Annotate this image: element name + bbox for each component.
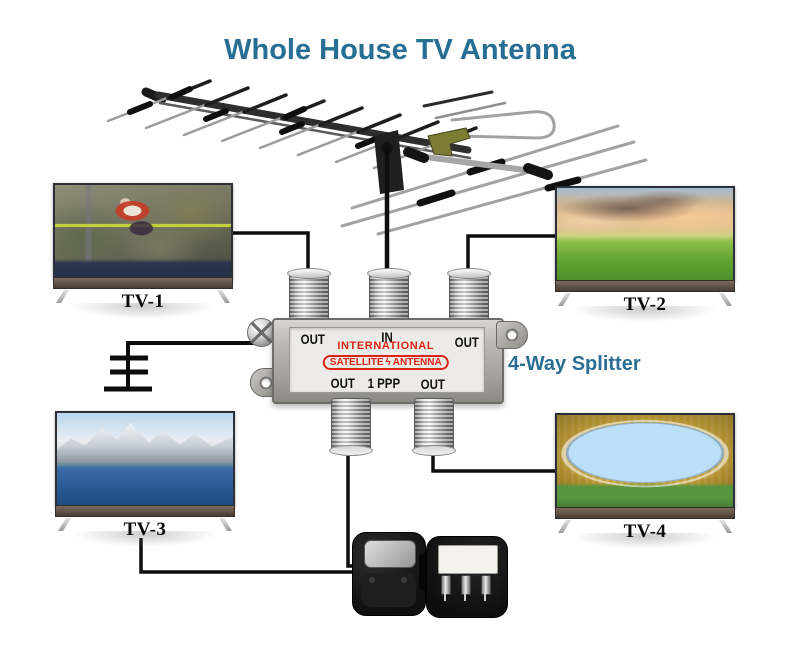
tv-4-soundbar (555, 507, 735, 519)
tv-2-picture (557, 188, 733, 280)
tv-3-picture (57, 413, 233, 505)
terminal-plate (438, 545, 498, 574)
hinge (419, 554, 429, 590)
tv-1-soundbar (53, 277, 233, 289)
brand-logo: INTERNATIONAL SATELLITE ϟ ANTENNA (322, 340, 449, 370)
terminal-pin (444, 594, 446, 601)
lid-metal-plate (364, 540, 416, 568)
coax-port-out-bottom-right (412, 398, 456, 456)
port-label-out-bottom-left: OUT (330, 375, 355, 391)
coax-port-out-top-left (287, 268, 331, 320)
port-label-out-bottom-right: OUT (420, 376, 445, 392)
ground-wire (126, 341, 254, 389)
tv-shadow (72, 531, 218, 547)
tv-1-set (53, 183, 233, 303)
brand-word-satellite: SATELLITE (329, 357, 384, 368)
four-way-splitter: OUT IN OUT INTERNATIONAL SATELLITE ϟ ANT… (246, 264, 546, 459)
port-label-1ppp: 1 PPP (367, 375, 401, 391)
port-label-out-top-right: OUT (454, 334, 479, 350)
coax-terminal (461, 575, 471, 595)
tv-shadow (70, 303, 216, 319)
port-label-out-top-left: OUT (300, 331, 325, 347)
grounding-block (350, 526, 510, 618)
cable-tv1-to-splitter (232, 231, 310, 280)
grounding-block-lid (352, 532, 426, 616)
tv-3-set (55, 411, 235, 531)
mountain-peaks (57, 422, 233, 461)
tv-3: TV-3 (50, 411, 240, 576)
tv-4-label: TV-4 (623, 521, 667, 542)
tv-2-label: TV-2 (623, 294, 667, 315)
lid-screw (369, 577, 375, 583)
splitter-caption: 4-Way Splitter (508, 353, 641, 375)
tv-4-picture (557, 415, 733, 507)
tv-2-soundbar (555, 280, 735, 292)
tv-2-set (555, 186, 735, 306)
cable-tv3-to-grounding-block (139, 538, 364, 574)
tv-1-label: TV-1 (121, 291, 165, 312)
terminal-pin (464, 594, 466, 601)
mounting-tab-top-right (496, 321, 528, 349)
page-title: Whole House TV Antenna (224, 34, 576, 66)
tv-3-soundbar (55, 505, 235, 517)
brand-word-antenna: ANTENNA (392, 357, 442, 368)
splitter-body: OUT IN OUT INTERNATIONAL SATELLITE ϟ ANT… (272, 318, 504, 404)
earth-ground-symbol (104, 341, 254, 392)
coax-terminal (481, 575, 491, 595)
mounting-hole (505, 328, 519, 342)
lid-screw (401, 577, 407, 583)
coax-port-out-bottom-left (329, 398, 373, 456)
tv-shadow (572, 533, 718, 549)
cable-tv2-to-splitter (466, 234, 557, 280)
tv-1-picture (55, 185, 231, 277)
yagi-antenna-illustration (106, 79, 648, 236)
coax-terminal (441, 575, 451, 595)
tv-2: TV-2 (550, 186, 740, 351)
tv-4: TV-4 (550, 413, 740, 578)
tv-shadow (572, 306, 718, 322)
lightning-bolt-icon: ϟ (385, 357, 391, 368)
brand-oval: SATELLITE ϟ ANTENNA (322, 355, 449, 370)
coax-port-in (367, 268, 411, 320)
tv-3-label: TV-3 (123, 519, 167, 540)
coax-port-out-top-right (447, 268, 491, 320)
port-label-in: IN (381, 329, 393, 345)
grounding-block-base (426, 536, 508, 618)
splitter-faceplate: OUT IN OUT INTERNATIONAL SATELLITE ϟ ANT… (289, 327, 485, 393)
brand-line1: INTERNATIONAL (337, 340, 435, 352)
tv-4-set (555, 413, 735, 533)
tv-1: TV-1 (48, 183, 238, 348)
mounting-hole (259, 376, 273, 389)
terminal-pin (484, 594, 486, 601)
